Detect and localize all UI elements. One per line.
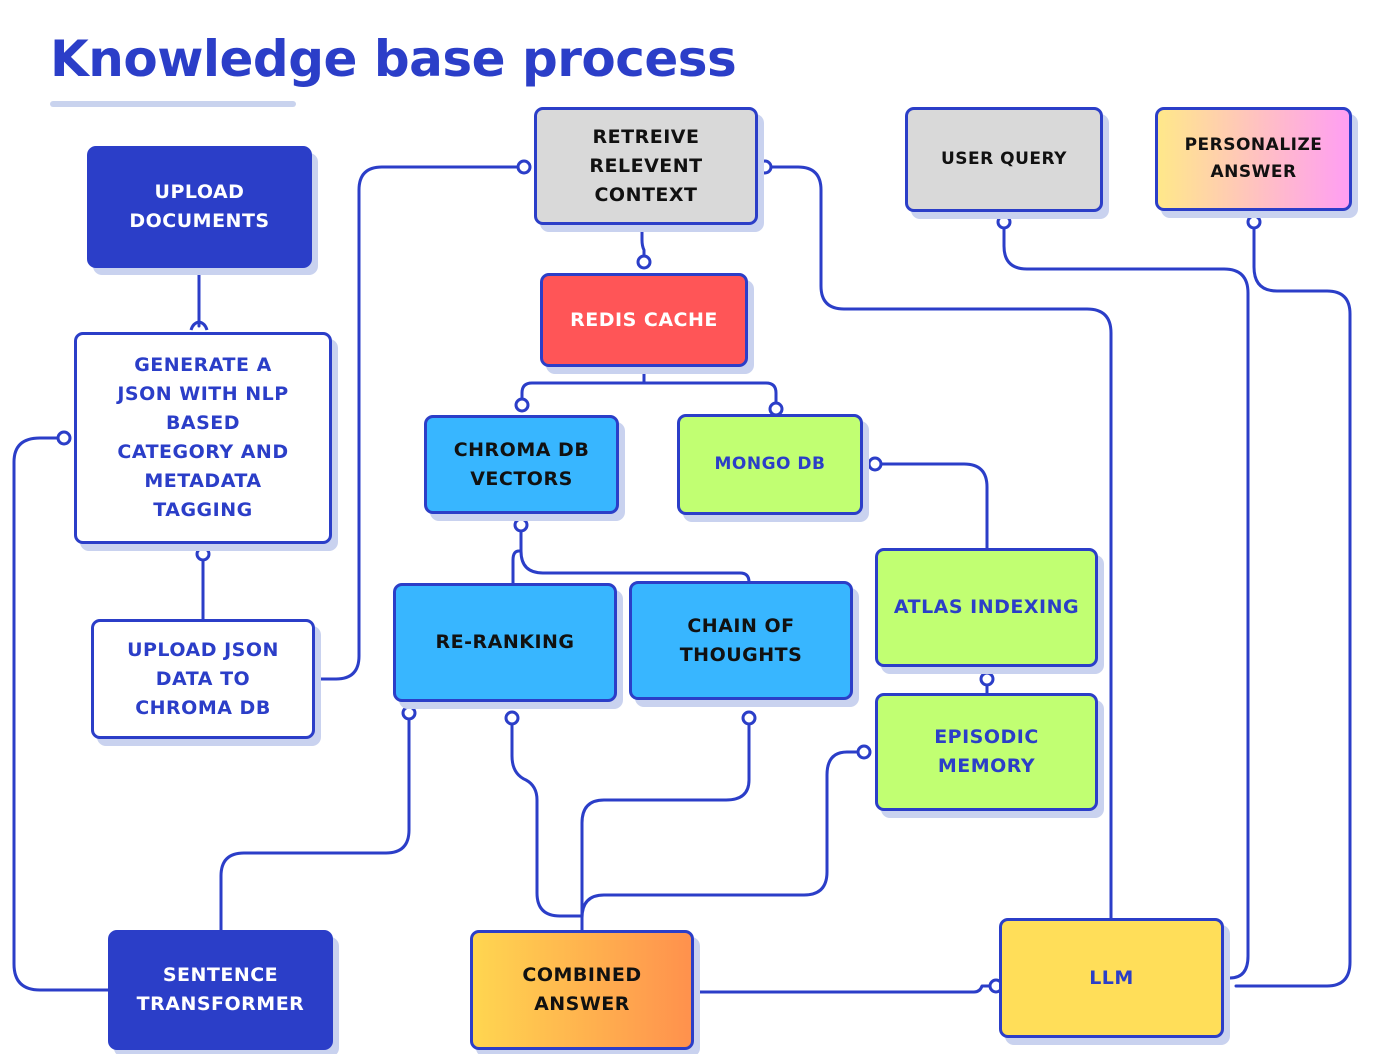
edge-chroma-to-chain [519,549,751,584]
edge-uploadjson-to-retrieve [316,165,526,681]
edge-personalize-to-llm [1234,220,1352,988]
edge-reranking-to-combined [510,716,584,918]
node-re-ranking: RE-RANKING [393,583,617,702]
node-llm: LLM [999,918,1224,1038]
port-generate-top [189,320,209,331]
port-userquery-bottom [996,214,1012,230]
port-mongo-right [867,456,883,472]
edge-episodic-to-combined [580,750,866,920]
edge-chain-to-combined [580,716,751,932]
node-chain-of-thoughts: CHAIN OF THOUGHTS [629,581,853,700]
node-user-query: USER QUERY [905,107,1103,212]
page-title: Knowledge base process [50,30,737,88]
port-redis-top [636,254,652,270]
port-generate-bottom [195,546,211,562]
port-chroma-top [514,397,530,413]
node-combined-answer: COMBINED ANSWER [470,930,694,1050]
port-episodic-left [856,744,872,760]
edge-redis-to-mongo [642,381,778,411]
edge-sentence-to-generate [12,436,110,992]
edge-retrieve-to-llm [762,165,1113,920]
node-retrieve-context: RETREIVE RELEVENT CONTEXT [534,107,758,225]
edge-redis-to-chroma [520,367,646,407]
port-retrieve-left [516,159,532,175]
edge-reranking-to-sentence [219,711,411,932]
edge-userquery-to-llm [1002,220,1250,980]
node-mongo-db: MONGO DB [677,414,863,515]
port-reranking-bottom [504,710,520,726]
node-generate-json: GENERATE A JSON WITH NLP BASED CATEGORY … [74,332,332,544]
node-atlas-indexing: ATLAS INDEXING [875,548,1098,667]
node-sentence-transformer: SENTENCE TRANSFORMER [108,930,333,1050]
title-underline [50,101,296,107]
node-personalize-answer: PERSONALIZE ANSWER [1155,107,1352,211]
port-chroma-bottom [513,517,529,533]
edge-mongo-to-atlas [873,462,989,550]
node-redis-cache: REDIS CACHE [540,273,748,367]
edge-chroma-to-reranking [511,523,523,586]
node-upload-json: UPLOAD JSON DATA TO CHROMA DB [91,619,315,739]
edge-combined-to-llm [692,984,998,994]
port-chain-bottom [741,710,757,726]
node-episodic-memory: EPISODIC MEMORY [875,693,1098,811]
node-upload-documents: UPLOAD DOCUMENTS [87,146,312,268]
port-atlas-bottom [979,671,995,687]
edge-retrieve-to-redis [640,224,646,264]
node-chroma-db: CHROMA DB VECTORS [424,415,619,514]
port-personalize-bottom [1246,214,1262,230]
port-reranking-bottom-left [401,705,417,721]
port-retrieve-right [757,159,773,175]
port-generate-left [56,430,72,446]
